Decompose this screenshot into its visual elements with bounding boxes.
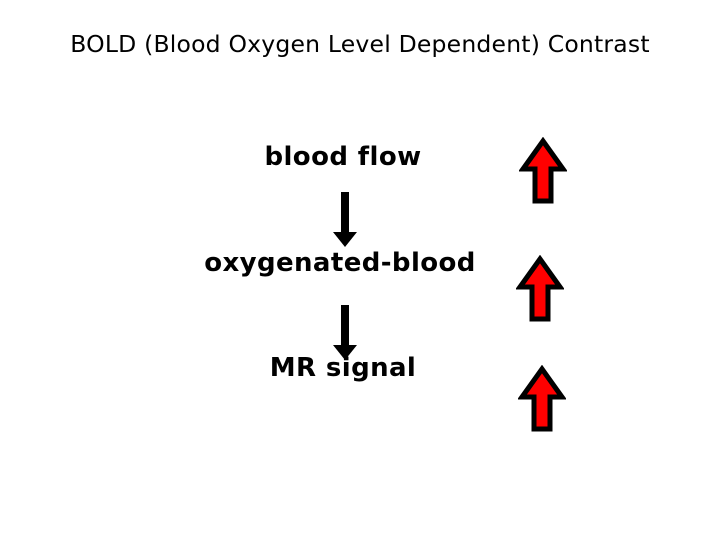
down-arrow-icon [330,192,360,248]
flow-label-mr-signal: MR signal [269,353,417,383]
up-arrow-icon [519,137,567,205]
flow-label-blood-flow: blood flow [264,142,422,172]
down-arrow-icon [330,305,360,361]
up-arrow-icon [518,365,566,433]
flow-label-oxygenated-blood: oxygenated-blood [204,248,476,278]
up-arrow-icon [516,255,564,323]
page-title: BOLD (Blood Oxygen Level Dependent) Cont… [70,30,650,58]
